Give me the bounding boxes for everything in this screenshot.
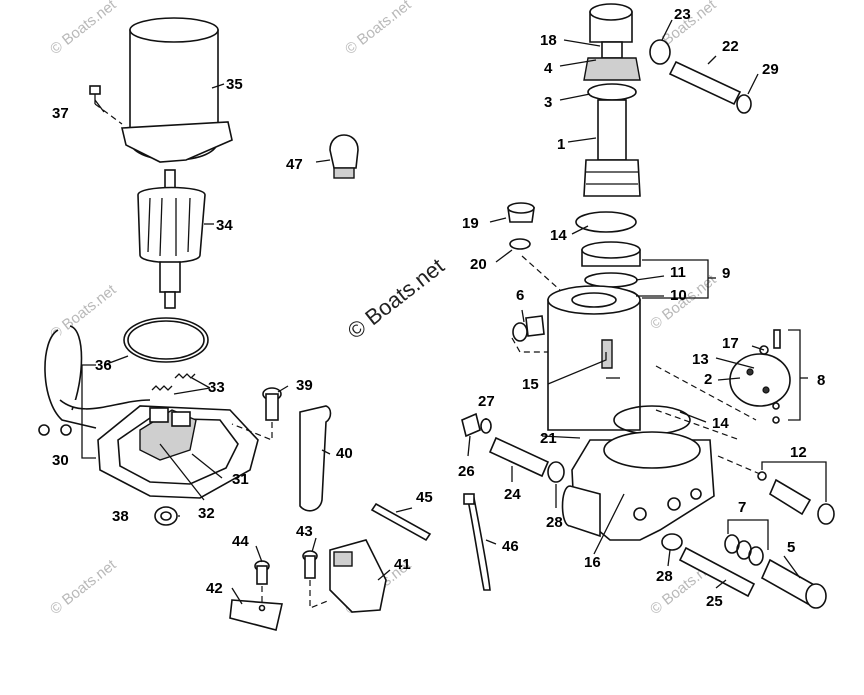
screw-37 — [89, 85, 123, 125]
watermark-tile: © Boats.net — [342, 0, 415, 58]
o-ring-36-inner — [127, 320, 205, 360]
clip-45 — [370, 502, 432, 542]
pivot-pin-parts — [649, 39, 752, 114]
callout-label: 21 — [540, 430, 557, 447]
callout-label: 10 — [670, 287, 687, 304]
callout-label: 5 — [787, 539, 795, 556]
springs-33 — [151, 373, 196, 391]
callout-label: 37 — [52, 105, 69, 122]
tube-24 — [461, 412, 565, 483]
callout-label: 11 — [670, 264, 686, 281]
callout-label: 6 — [516, 287, 524, 304]
callout-label: 31 — [232, 471, 249, 488]
callout-label: 1 — [557, 136, 565, 153]
callout-label: 17 — [722, 335, 739, 352]
callout-label: 7 — [738, 499, 746, 516]
callout-label: 25 — [706, 593, 723, 610]
cable-tie-46 — [463, 493, 491, 591]
callout-label: 8 — [817, 372, 825, 389]
callout-label: 34 — [216, 217, 233, 234]
callout-label: 40 — [336, 445, 353, 462]
callout-label: 23 — [674, 6, 691, 23]
callout-label: 39 — [296, 377, 313, 394]
callout-label: 46 — [502, 538, 519, 555]
end-cap-assembly — [38, 325, 259, 499]
callout-label: 32 — [198, 505, 215, 522]
screw-44 — [254, 560, 270, 604]
callout-label: 20 — [470, 256, 487, 273]
bracket-40 — [299, 405, 332, 512]
watermark-tile: © Boats.net — [47, 556, 120, 618]
callout-label: 47 — [286, 156, 303, 173]
armature — [137, 169, 206, 309]
piston-rings — [581, 241, 641, 304]
callout-label: 3 — [544, 94, 552, 111]
watermark-tile: © Boats.net — [47, 0, 120, 58]
screw-39 — [231, 387, 282, 441]
pump-body-16 — [561, 431, 715, 541]
callout-label: 14 — [550, 227, 567, 244]
callout-label: 26 — [458, 463, 475, 480]
callout-label: 15 — [522, 376, 539, 393]
clamp-47 — [329, 134, 359, 179]
callout-label: 18 — [540, 32, 557, 49]
callout-label: 24 — [504, 486, 521, 503]
callout-label: 12 — [790, 444, 807, 461]
callout-label: 36 — [95, 357, 112, 374]
valve-5-assembly — [724, 534, 827, 609]
valve-12 — [717, 455, 835, 525]
callout-label: 29 — [762, 61, 779, 78]
callout-label: 43 — [296, 523, 313, 540]
callout-label: 27 — [478, 393, 495, 410]
callout-label: 2 — [704, 371, 712, 388]
callout-label: 19 — [462, 215, 479, 232]
fitting-6 — [511, 315, 548, 353]
callout-label: 4 — [544, 60, 553, 77]
callout-label: 45 — [416, 489, 433, 506]
callout-label: 30 — [52, 452, 69, 469]
callout-label: 14 — [712, 415, 729, 432]
callout-label: 16 — [584, 554, 601, 571]
callout-label: 35 — [226, 76, 243, 93]
callout-label: 22 — [722, 38, 739, 55]
o-ring-36 — [123, 317, 209, 363]
bearing-38 — [154, 506, 178, 526]
bracket-41 — [329, 539, 387, 613]
bolt-25 — [661, 533, 756, 598]
callout-labels: 23 18 22 4 29 3 35 37 1 47 34 19 14 20 9… — [52, 6, 825, 610]
callout-label: 42 — [206, 580, 223, 597]
callout-label: 33 — [208, 379, 225, 396]
pump-cover-8 — [655, 329, 791, 441]
callout-label: 9 — [722, 265, 730, 282]
callout-label: 28 — [546, 514, 563, 531]
motor-housing — [121, 17, 233, 163]
o-ring-14-upper — [575, 211, 637, 233]
trim-cylinder — [547, 285, 641, 431]
leader-lines — [81, 19, 827, 605]
callout-label: 13 — [692, 351, 709, 368]
callout-label: 38 — [112, 508, 129, 525]
callout-label: 44 — [232, 533, 249, 550]
trim-ram — [583, 3, 641, 197]
watermark-main: © Boats.net — [343, 253, 449, 344]
callout-label: 28 — [656, 568, 673, 585]
screw-43 — [302, 550, 331, 609]
plate-42 — [229, 599, 283, 631]
callout-label: 41 — [394, 556, 411, 573]
plug-19 — [507, 202, 561, 291]
